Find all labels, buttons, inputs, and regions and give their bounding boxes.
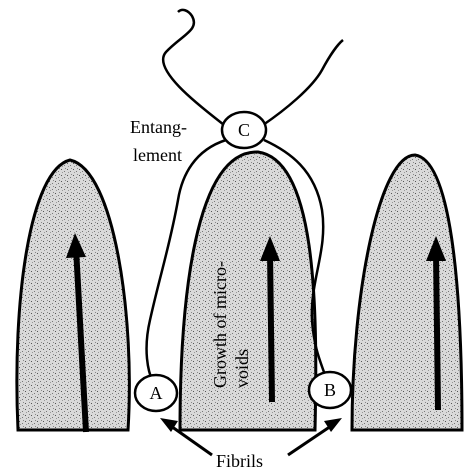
- fibrils-label: Fibrils: [216, 451, 263, 470]
- node-a-label: A: [150, 383, 163, 403]
- growth-label-line2: voids: [232, 349, 252, 388]
- entanglement-label-line1: Entang-: [130, 117, 187, 137]
- fibril-right: [352, 155, 462, 430]
- entanglement-label-line2: lement: [133, 145, 182, 165]
- node-b-label: B: [324, 380, 336, 400]
- fibril-left: [17, 160, 129, 430]
- node-b: B: [309, 372, 351, 408]
- growth-label-line1: Growth of micro-: [210, 261, 230, 388]
- node-a: A: [135, 375, 177, 411]
- node-c: C: [222, 112, 266, 148]
- node-c-label: C: [238, 120, 250, 140]
